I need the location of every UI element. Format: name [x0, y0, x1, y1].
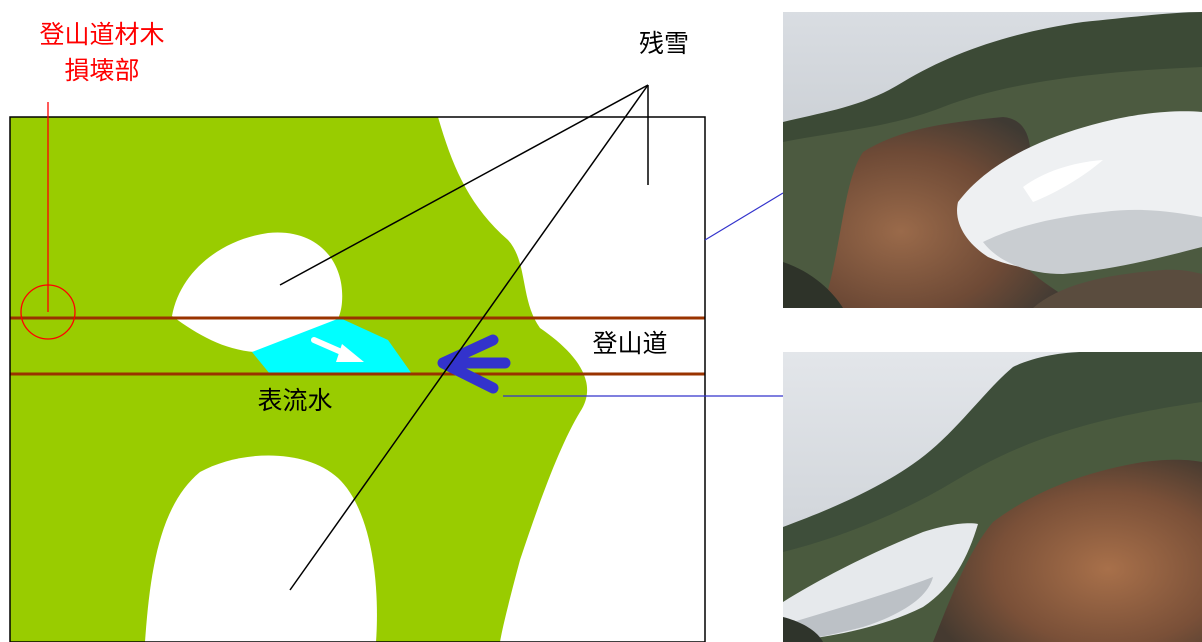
snow-patch-right [438, 117, 705, 642]
photo-bottom [783, 352, 1202, 642]
flow-direction-arrow-icon [437, 334, 511, 394]
map-frame [9, 116, 706, 642]
damage-label-line1: 登山道材木 [39, 20, 164, 49]
snow-patch-lower [145, 455, 377, 642]
snow-label: 残雪 [639, 29, 689, 58]
trail-label: 登山道 [592, 329, 667, 358]
snowfield-photo-icon [783, 12, 1202, 308]
snow-patch-upper [172, 232, 343, 353]
photo-link-line-top [704, 192, 784, 241]
site-map [10, 117, 705, 642]
damage-marker [20, 102, 76, 340]
damage-label-line2: 損壊部 [64, 56, 139, 85]
snow-leader-lines [279, 84, 649, 591]
photo-top [783, 12, 1202, 308]
snowfield-photo-icon [783, 352, 1202, 642]
water-flow-arrow-icon [311, 337, 364, 362]
surface-water-label: 表流水 [257, 386, 332, 415]
